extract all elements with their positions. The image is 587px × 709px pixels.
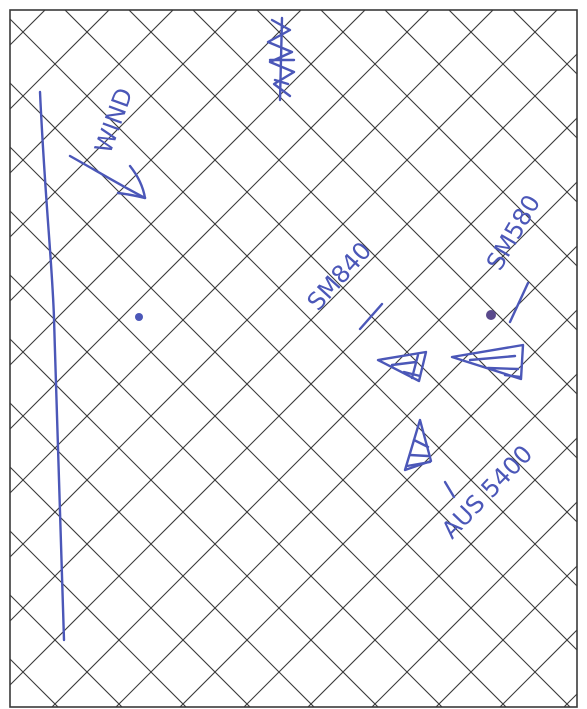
mark-dot-right [486,310,496,320]
mark-dot-left [135,313,143,321]
